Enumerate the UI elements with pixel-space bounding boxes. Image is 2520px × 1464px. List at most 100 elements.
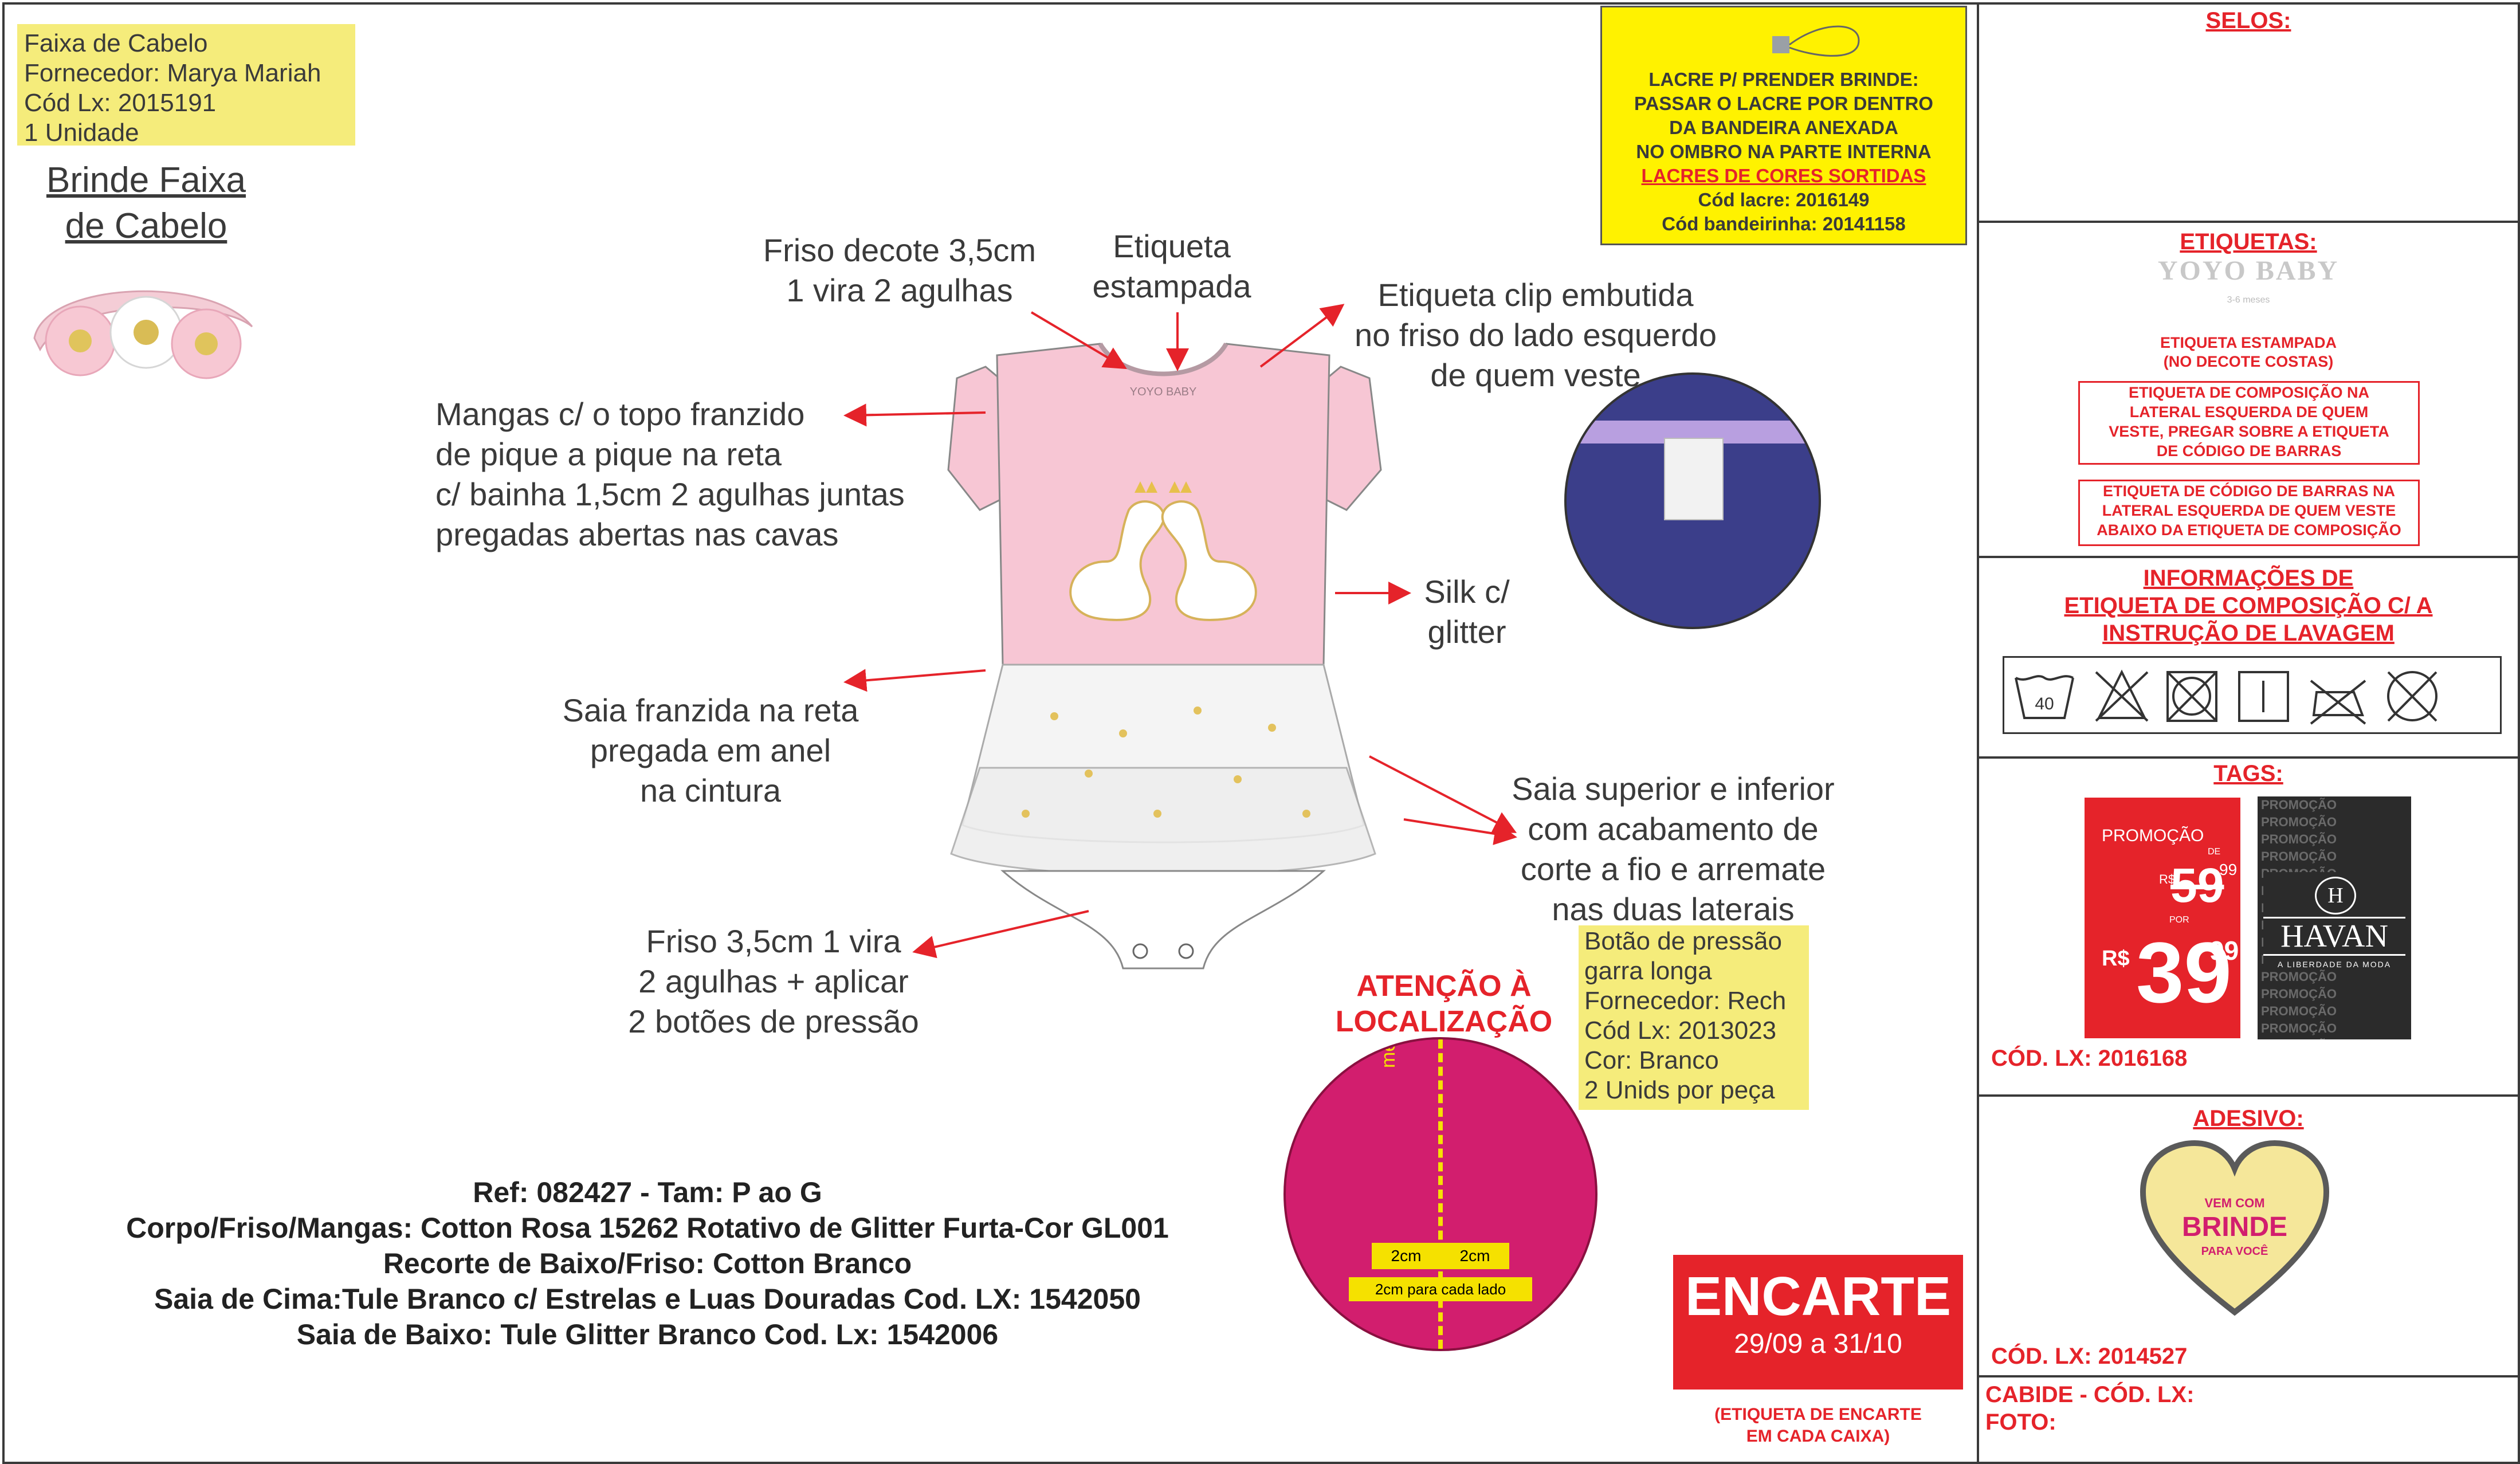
note-line: DE CÓDIGO DE BARRAS — [2156, 442, 2342, 460]
callout-line: c/ bainha 1,5cm 2 agulhas juntas — [435, 476, 905, 512]
divider-etiquetas — [1977, 556, 2520, 558]
care-symbols-box: 40 — [2003, 656, 2502, 734]
lacre-line: NO OMBRO NA PARTE INTERNA — [1636, 141, 1932, 162]
gift-title-line: de Cabelo — [65, 206, 227, 246]
spec-line: Saia de Cima:Tule Branco c/ Estrelas e L… — [154, 1283, 1141, 1315]
sticker-line2: BRINDE — [2182, 1212, 2287, 1242]
callout-etiqueta-estampada: Etiqueta estampada — [1066, 226, 1278, 307]
callout-line: corte a fio e arremate — [1520, 851, 1826, 887]
spec-line: Saia de Baixo: Tule Glitter Branco Cod. … — [296, 1318, 999, 1351]
spec-line: Ref: 082427 - Tam: P ao G — [473, 1176, 822, 1208]
bg-line: PROMOÇÃO PROMOÇÃO — [2261, 798, 2337, 829]
callout-line: glitter — [1427, 614, 1506, 650]
star-moon-print — [1022, 707, 1310, 818]
informacoes-title: INFORMAÇÕES DE ETIQUETA DE COMPOSIÇÃO C/… — [1979, 564, 2518, 647]
callout-etiqueta-clip: Etiqueta clip embutida no friso do lado … — [1318, 275, 1753, 395]
encarte-note-line: EM CADA CAIXA) — [1746, 1427, 1890, 1446]
lacre-line: LACRES DE CORES SORTIDAS — [1641, 165, 1926, 186]
supplier-line: Faixa de Cabelo — [24, 29, 208, 57]
encarte-title: ENCARTE — [1685, 1266, 1951, 1327]
measure-left: 2cm — [1391, 1247, 1422, 1265]
clip-label-photo — [1564, 372, 1821, 629]
note-line: 2 Unids por peça — [1584, 1076, 1775, 1104]
callout-line: 2 botões de pressão — [628, 1003, 919, 1039]
supplier-line: Cód Lx: 2015191 — [24, 89, 217, 117]
callout-saia-superior: Saia superior e inferior com acabamento … — [1484, 769, 1862, 929]
callout-line: Etiqueta clip embutida — [1377, 277, 1694, 313]
garment-neck-label: YOYO BABY — [1130, 386, 1197, 398]
note-line: Cor: Branco — [1584, 1046, 1719, 1074]
bodysuit-illustration: YOYO BABY — [947, 342, 1382, 970]
flower-icon — [109, 296, 183, 369]
right-panel-divider — [1977, 2, 1979, 1462]
callout-friso-decote: Friso decote 3,5cm 1 vira 2 agulhas — [739, 230, 1060, 311]
callout-line: 2 agulhas + aplicar — [638, 963, 909, 999]
bg-line: PROMOÇÃO PROMOÇÃO — [2261, 1037, 2410, 1039]
attention-title: ATENÇÃO À LOCALIZAÇÃO — [1324, 968, 1564, 1039]
snap-placement-detail: meio da peça 2cm 2cm 2cm para cada lado — [1283, 1037, 1597, 1351]
gift-title-line: Brinde Faixa — [46, 160, 246, 200]
adesivo-title: ADESIVO: — [2193, 1106, 2304, 1131]
callout-line: Friso decote 3,5cm — [763, 232, 1037, 268]
etiqueta-estampada-note: ETIQUETA ESTAMPADA (NO DECOTE COSTAS) — [1979, 333, 2518, 371]
attention-line: ATENÇÃO À — [1356, 970, 1532, 1003]
selos-title: SELOS: — [2205, 8, 2291, 33]
encarte-label: ENCARTE 29/09 a 31/10 — [1673, 1255, 1963, 1390]
center-label: meio da peça — [1377, 1039, 1400, 1068]
center-label-text: meio da peça — [1377, 1039, 1399, 1068]
title-line: INSTRUÇÃO DE LAVAGEM — [2102, 621, 2395, 646]
headband-image — [33, 290, 253, 379]
divider-selos — [1977, 221, 2520, 223]
lacre-line: LACRE P/ PRENDER BRINDE: — [1648, 69, 1919, 90]
spec-line: Corpo/Friso/Mangas: Cotton Rosa 15262 Ro… — [126, 1212, 1169, 1244]
note-line: ETIQUETA DE CÓDIGO DE BARRAS NA — [2102, 482, 2396, 500]
tags-code: CÓD. LX: 2016168 — [1991, 1046, 2188, 1071]
tag-rs-old: R$ — [2159, 872, 2176, 886]
wash-40-icon: 40 — [2015, 675, 2074, 719]
lacre-line: DA BANDEIRA ANEXADA — [1669, 117, 1898, 138]
callout-line: no friso do lado esquerdo — [1355, 317, 1717, 353]
callout-line: nas duas laterais — [1552, 891, 1795, 927]
callout-line: na cintura — [640, 772, 781, 808]
no-dry-clean-icon — [2387, 671, 2437, 722]
note-line: ABAIXO DA ETIQUETA DE COMPOSIÇÃO — [2097, 521, 2401, 539]
callout-line: Etiqueta — [1113, 228, 1231, 264]
brand-logo: YOYO BABY — [2157, 256, 2340, 286]
lacre-line: Cód lacre: 2016149 — [1698, 189, 1870, 210]
tag-old-price: 59 — [2170, 858, 2224, 912]
wash-temp: 40 — [2035, 694, 2054, 713]
gift-title: Brinde Faixa de Cabelo — [23, 158, 269, 249]
snap-button-icon — [1178, 943, 1194, 959]
callout-line: Saia superior e inferior — [1512, 771, 1835, 807]
encarte-dates: 29/09 a 31/10 — [1734, 1329, 1902, 1359]
sticker-line3: PARA VOCÊ — [2201, 1244, 2268, 1258]
divider-adesivo — [1977, 1375, 2520, 1377]
flower-icon — [171, 308, 242, 379]
callout-line: Saia franzida na reta — [562, 692, 859, 728]
encarte-note: (ETIQUETA DE ENCARTE EM CADA CAIXA) — [1673, 1404, 1963, 1447]
callout-line: Mangas c/ o topo franzido — [435, 396, 805, 432]
havan-h-icon: H — [2315, 877, 2356, 914]
brand-size: 3-6 meses — [2227, 295, 2270, 305]
callout-friso-vira: Friso 3,5cm 1 vira 2 agulhas + aplicar 2… — [596, 921, 951, 1042]
supplier-note: Faixa de Cabelo Fornecedor: Marya Mariah… — [17, 24, 355, 147]
etiquetas-title: ETIQUETAS: — [2180, 229, 2317, 254]
measure-caption: 2cm para cada lado — [1349, 1277, 1532, 1301]
note-line: Cód Lx: 2013023 — [1584, 1016, 1777, 1045]
divider-informacoes — [1977, 756, 2520, 759]
snap-button-icon — [1132, 943, 1148, 959]
lacre-line: PASSAR O LACRE POR DENTRO — [1634, 93, 1933, 114]
flower-icon — [45, 305, 116, 376]
snap-button-note: Botão de pressão garra longa Fornecedor:… — [1579, 925, 1809, 1110]
barcode-label-box: ETIQUETA DE CÓDIGO DE BARRAS NA LATERAL … — [2078, 480, 2420, 546]
callout-line: pregadas abertas nas cavas — [435, 516, 839, 552]
supplier-line: Fornecedor: Marya Mariah — [24, 59, 321, 87]
measure-right: 2cm — [1459, 1247, 1490, 1265]
promo-price-tag: PROMOÇÃO DE R$ 59 99 POR R$ 39 99 — [2085, 798, 2240, 1038]
tag-old-cents: 99 — [2219, 861, 2238, 878]
tag-rs-new: R$ — [2102, 947, 2130, 971]
skirt-lower — [950, 767, 1376, 876]
adesivo-code: CÓD. LX: 2014527 — [1991, 1344, 2188, 1369]
encarte-note-line: (ETIQUETA DE ENCARTE — [1714, 1405, 1922, 1424]
